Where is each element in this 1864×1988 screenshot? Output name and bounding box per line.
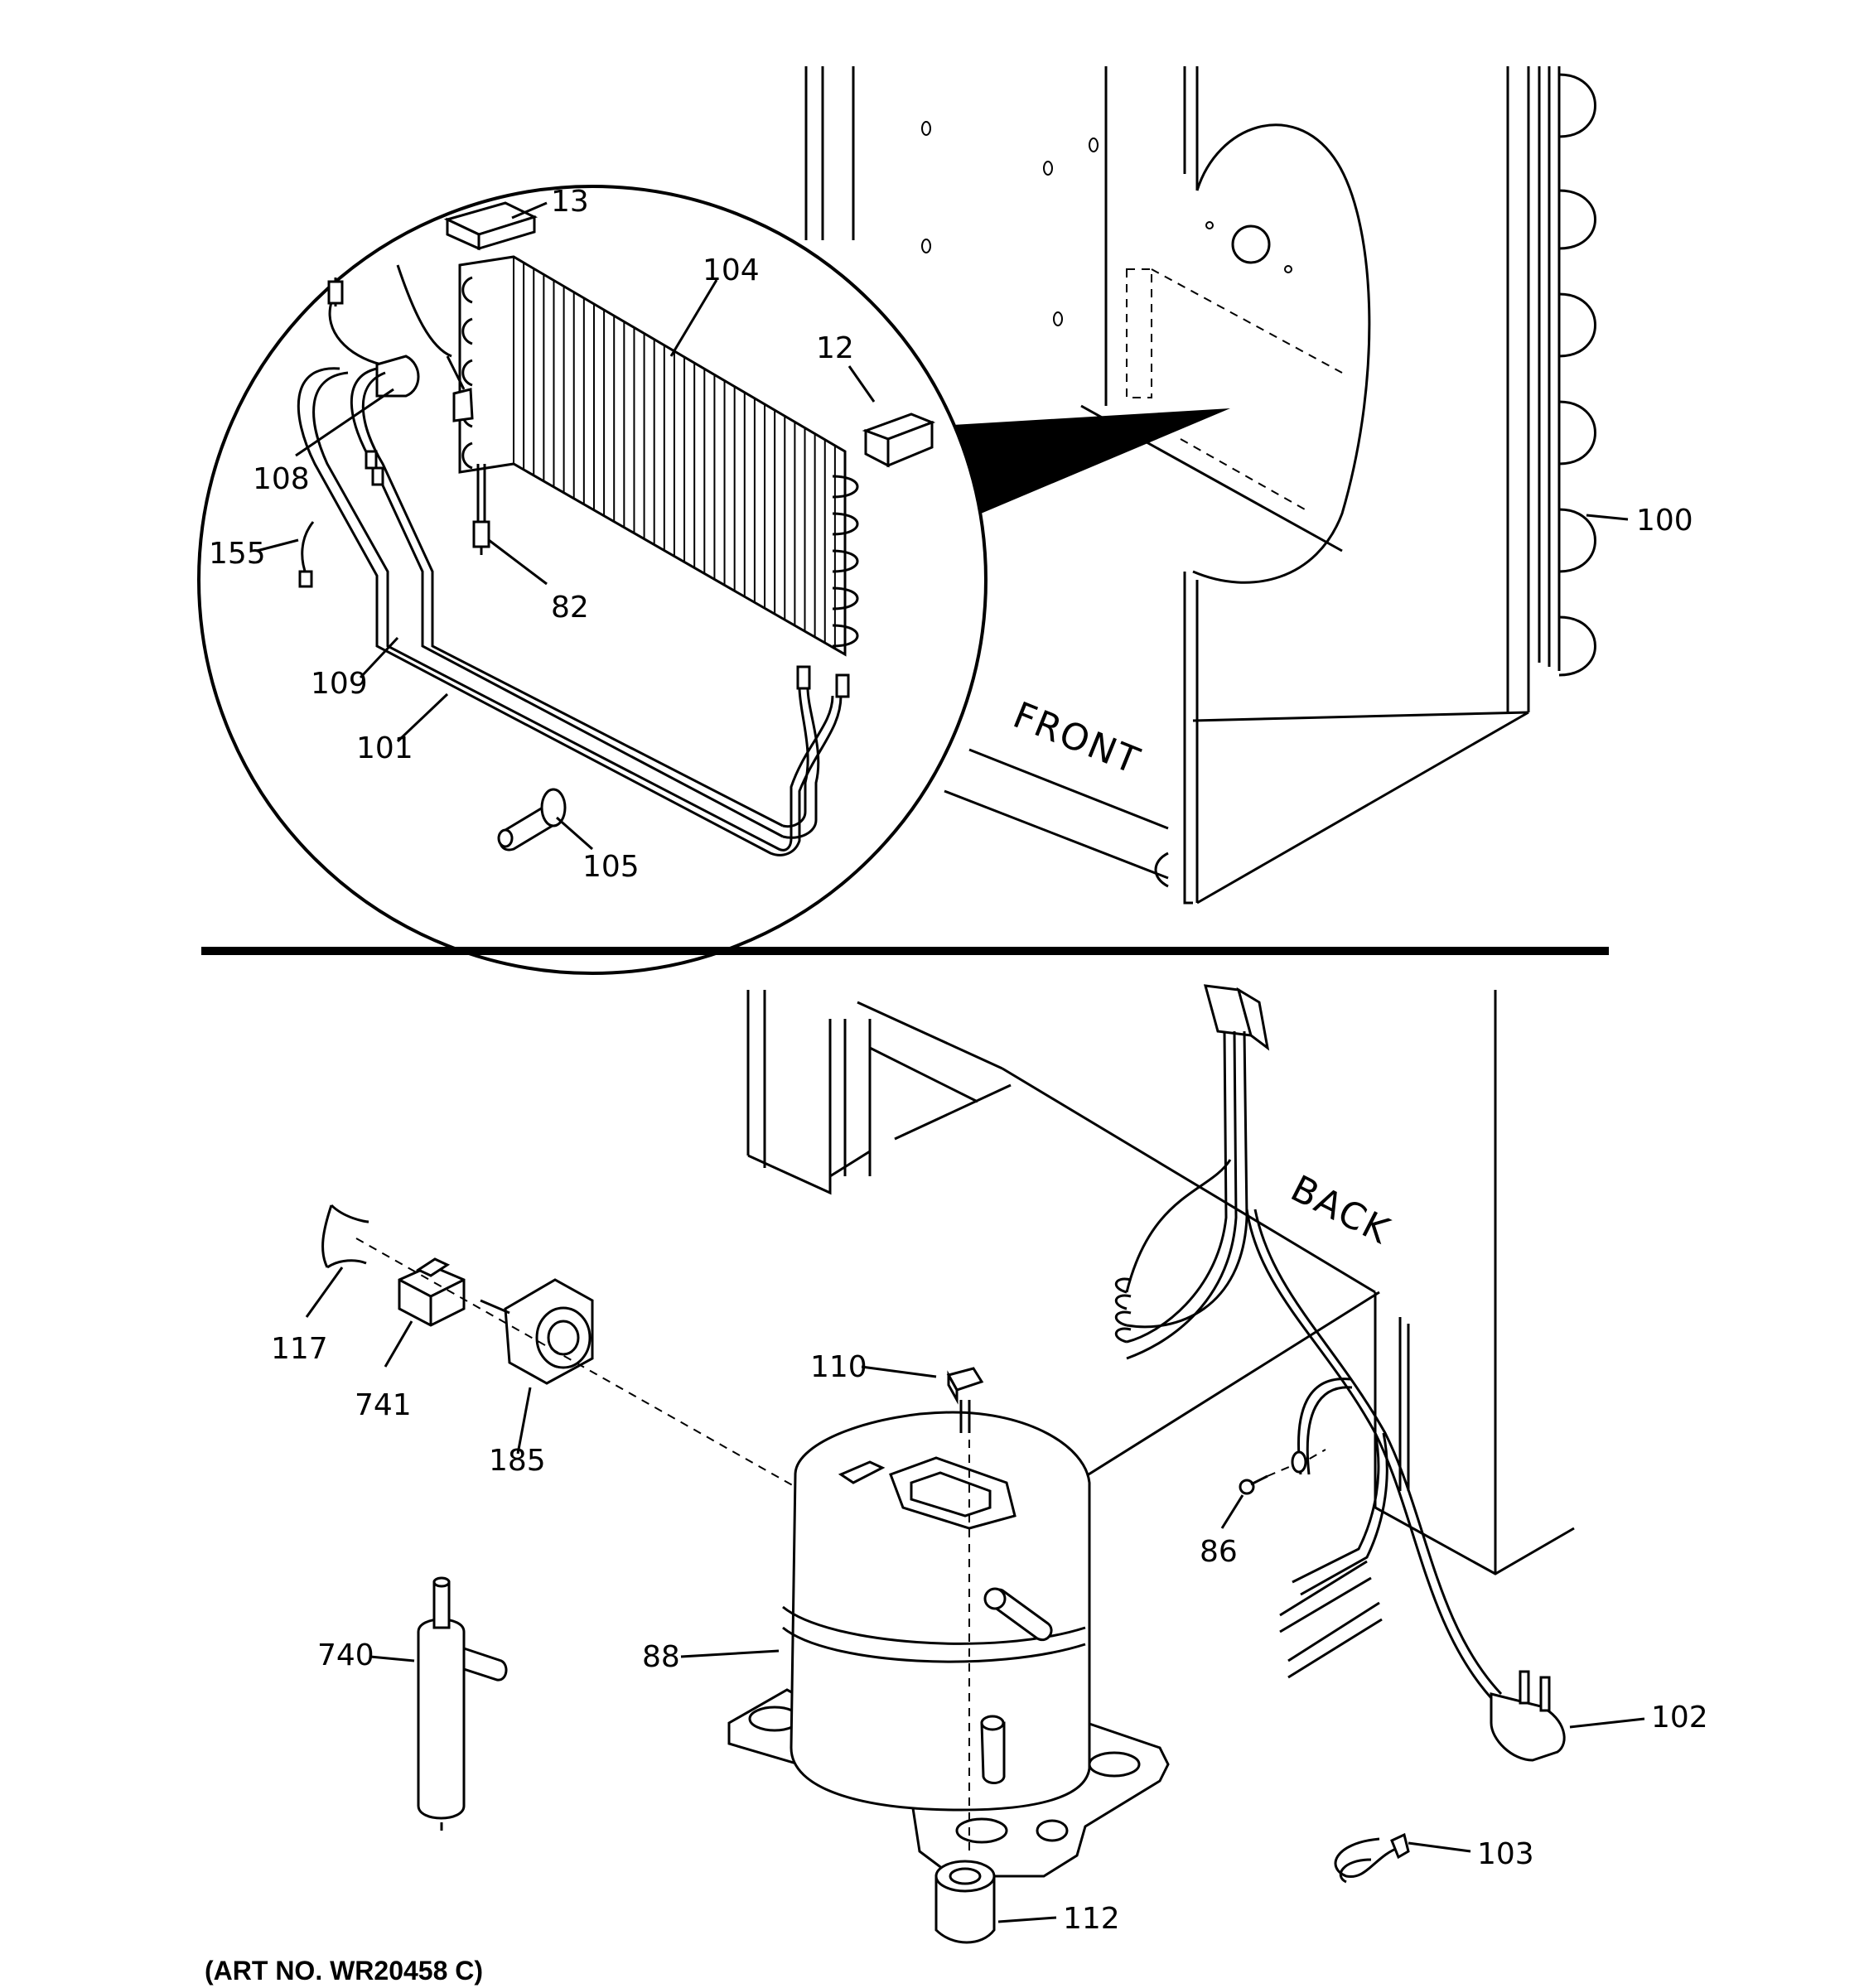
callout-102: 102 <box>1651 1701 1708 1735</box>
callout-112: 112 <box>1063 1902 1120 1936</box>
wire-harness-top <box>1115 984 1503 1699</box>
callout-104: 104 <box>703 253 760 287</box>
callout-100: 100 <box>1636 504 1693 538</box>
part-12-block <box>862 413 936 468</box>
callout-155: 155 <box>209 537 266 571</box>
callout-labels: 13 104 12 108 155 82 109 101 105 100 117… <box>209 185 1708 1936</box>
callout-86: 86 <box>1200 1535 1238 1569</box>
back-label: BACK <box>1284 1167 1397 1252</box>
part-110-bolt <box>946 1367 984 1433</box>
cabinet-lower <box>746 990 1575 1575</box>
callout-108: 108 <box>253 462 310 496</box>
callout-109: 109 <box>311 667 368 701</box>
part-108-harness <box>327 264 474 422</box>
part-102-plug <box>1490 1670 1566 1762</box>
part-112-grommet <box>934 1860 996 1944</box>
callout-82: 82 <box>551 591 589 625</box>
callout-103: 103 <box>1477 1837 1534 1871</box>
part-82-probe <box>472 464 490 555</box>
callout-13: 13 <box>551 185 589 219</box>
evaporator-detail-circle <box>197 185 988 975</box>
leader-lines <box>256 201 1645 1923</box>
callout-101: 101 <box>356 731 413 765</box>
cabinet-upper <box>804 66 1530 905</box>
part-104-evaporator <box>458 255 859 657</box>
part-105-fitting <box>497 788 567 852</box>
part-740-drier <box>417 1576 508 1831</box>
part-88-compressor <box>727 1411 1170 1878</box>
callout-185: 185 <box>489 1444 546 1478</box>
art-number: (ART NO. WR20458 C) <box>205 1956 483 1986</box>
part-155-clip <box>298 521 315 588</box>
part-86-screw <box>1239 1450 1307 1495</box>
callout-12: 12 <box>816 331 854 365</box>
part-101-109-tubing <box>297 367 850 856</box>
callout-110: 110 <box>810 1350 867 1384</box>
condenser-coil <box>1527 66 1596 677</box>
callout-117: 117 <box>271 1332 328 1366</box>
part-13-block <box>443 201 538 251</box>
part-103-clip <box>1334 1832 1410 1884</box>
electrical-parts <box>321 1204 796 1488</box>
callout-740: 740 <box>317 1638 374 1672</box>
front-label: FRONT <box>1007 694 1147 783</box>
callout-88: 88 <box>642 1640 680 1674</box>
callout-105: 105 <box>582 850 640 884</box>
callout-741: 741 <box>355 1388 412 1422</box>
